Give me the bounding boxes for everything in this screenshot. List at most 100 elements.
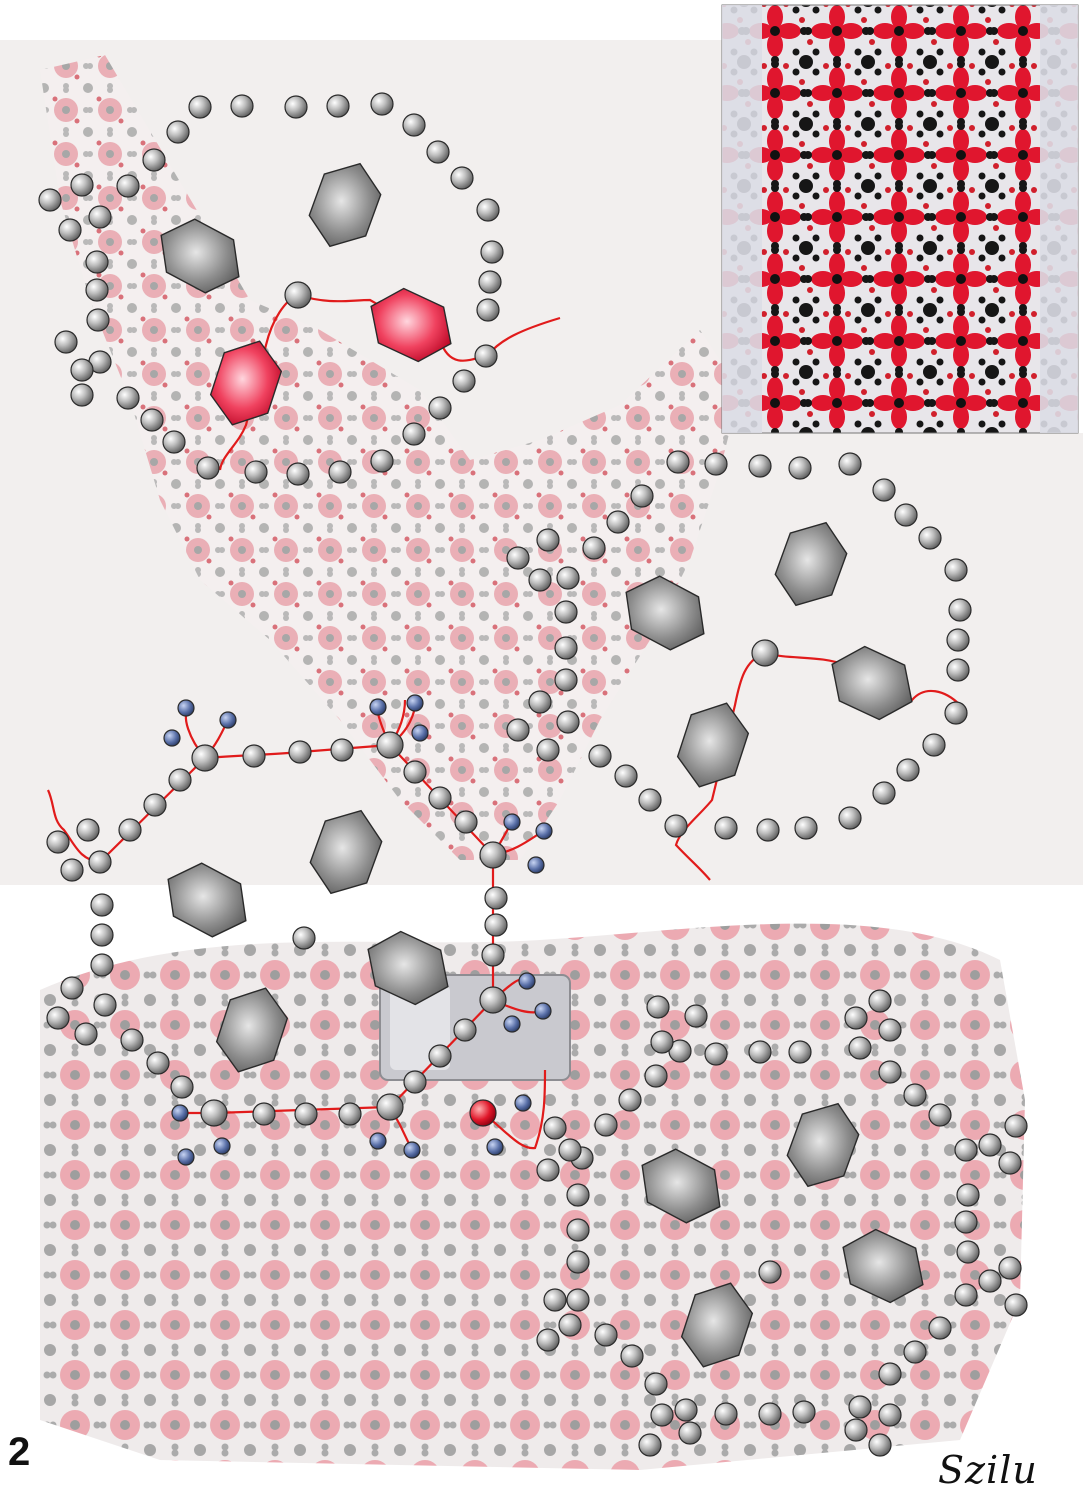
seed-bead xyxy=(650,1030,674,1054)
seed-bead xyxy=(868,989,892,1013)
seed-bead xyxy=(428,786,452,810)
seed-bead xyxy=(168,768,192,792)
seed-bead xyxy=(946,658,970,682)
crystal-bicone-highlighted xyxy=(370,287,452,363)
seed-bead xyxy=(638,788,662,812)
seed-bead xyxy=(536,738,560,762)
seed-bead xyxy=(536,1158,560,1182)
seed-bead-blue xyxy=(527,856,545,874)
seed-bead xyxy=(838,452,862,476)
seed-bead xyxy=(120,1028,144,1052)
seed-bead xyxy=(326,94,350,118)
seed-bead xyxy=(928,1316,952,1340)
seed-bead xyxy=(848,1036,872,1060)
seed-bead xyxy=(792,1400,816,1424)
seed-bead-blue xyxy=(535,822,553,840)
seed-bead xyxy=(756,818,780,842)
necklace-band-lower xyxy=(40,923,1025,1470)
seed-bead xyxy=(903,1083,927,1107)
seed-bead xyxy=(142,148,166,172)
seed-bead xyxy=(566,1218,590,1242)
seed-bead xyxy=(594,1113,618,1137)
seed-bead xyxy=(402,113,426,137)
signature: Szilu xyxy=(938,1448,1038,1492)
seed-bead xyxy=(480,240,504,264)
seed-bead xyxy=(618,1088,642,1112)
seed-bead xyxy=(998,1151,1022,1175)
seed-bead xyxy=(93,993,117,1017)
seed-bead xyxy=(428,1044,452,1068)
seed-bead-blue xyxy=(177,1148,195,1166)
seed-bead-red xyxy=(469,1099,497,1127)
seed-bead xyxy=(294,1102,318,1126)
thread-segment xyxy=(674,651,766,881)
seed-bead xyxy=(758,1402,782,1426)
seed-bead xyxy=(528,568,552,592)
seed-bead xyxy=(788,1040,812,1064)
seed-bead xyxy=(479,986,507,1014)
seed-bead-blue xyxy=(503,1015,521,1033)
seed-bead xyxy=(118,818,142,842)
seed-bead xyxy=(370,92,394,116)
seed-bead-blue xyxy=(219,711,237,729)
seed-bead xyxy=(244,460,268,484)
seed-bead xyxy=(70,383,94,407)
seed-bead xyxy=(794,816,818,840)
seed-bead xyxy=(536,1328,560,1352)
seed-bead xyxy=(85,278,109,302)
crystal-bicone-highlighted xyxy=(209,340,283,426)
seed-bead xyxy=(402,422,426,446)
seed-bead xyxy=(714,816,738,840)
seed-bead xyxy=(58,218,82,242)
seed-bead xyxy=(878,1060,902,1084)
seed-bead-blue xyxy=(369,1132,387,1150)
seed-bead xyxy=(748,1040,772,1064)
seed-bead xyxy=(556,710,580,734)
seed-bead xyxy=(76,818,100,842)
photo-frame xyxy=(721,4,1079,434)
seed-bead xyxy=(674,1398,698,1422)
seed-bead xyxy=(536,528,560,552)
seed-bead-blue xyxy=(514,1094,532,1112)
seed-bead xyxy=(638,1433,662,1457)
seed-bead xyxy=(454,810,478,834)
seed-bead xyxy=(330,738,354,762)
seed-bead xyxy=(140,408,164,432)
seed-bead xyxy=(948,598,972,622)
seed-bead xyxy=(481,943,505,967)
seed-bead xyxy=(484,886,508,910)
seed-bead-blue xyxy=(518,972,536,990)
seed-bead xyxy=(678,1421,702,1445)
seed-bead xyxy=(650,1403,674,1427)
seed-bead xyxy=(751,639,779,667)
seed-bead xyxy=(453,1018,477,1042)
seed-bead xyxy=(918,526,942,550)
seed-bead xyxy=(878,1362,902,1386)
seed-bead xyxy=(196,456,220,480)
seed-bead xyxy=(630,484,654,508)
seed-bead xyxy=(872,478,896,502)
step-number: 2 xyxy=(8,1430,31,1474)
seed-bead xyxy=(894,503,918,527)
seed-bead-blue xyxy=(486,1138,504,1156)
seed-bead xyxy=(614,764,638,788)
photo-edge-right xyxy=(1040,5,1078,433)
seed-bead-blue xyxy=(171,1104,189,1122)
seed-bead xyxy=(46,1006,70,1030)
seed-bead xyxy=(878,1403,902,1427)
crystal-bicone xyxy=(676,702,750,788)
seed-bead xyxy=(85,250,109,274)
seed-bead xyxy=(60,858,84,882)
seed-bead xyxy=(714,1402,738,1426)
seed-bead xyxy=(956,1240,980,1264)
seed-bead xyxy=(450,166,474,190)
seed-bead xyxy=(88,205,112,229)
seed-bead xyxy=(479,841,507,869)
seed-bead xyxy=(922,733,946,757)
crystal-bicone xyxy=(308,162,382,248)
crystal-bicone xyxy=(309,809,383,895)
seed-bead xyxy=(554,636,578,660)
seed-bead xyxy=(338,1102,362,1126)
seed-bead xyxy=(704,1042,728,1066)
